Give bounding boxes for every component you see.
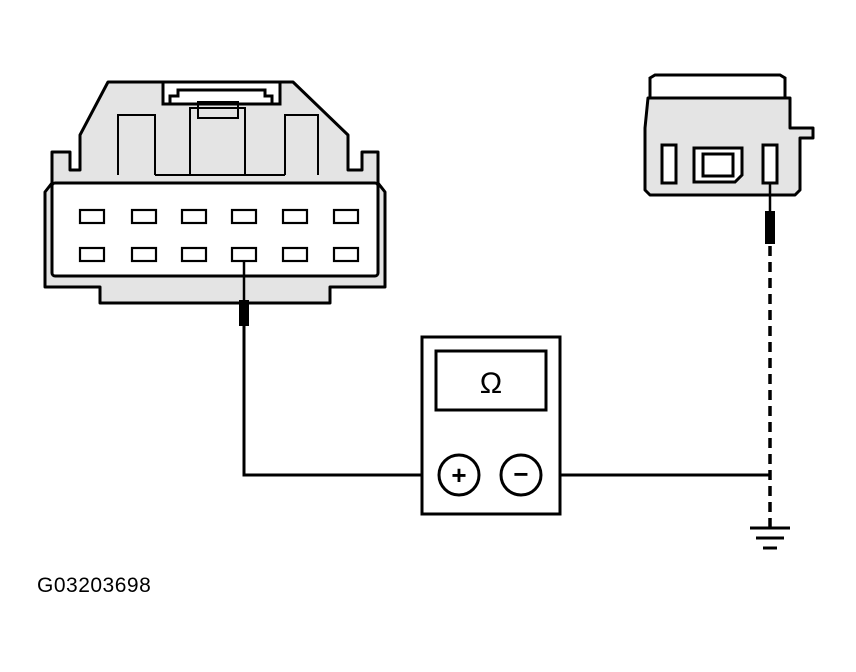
ground-symbol-icon bbox=[750, 526, 790, 550]
positive-terminal bbox=[437, 453, 481, 497]
probe-tip-icon bbox=[765, 183, 775, 244]
connector-pin bbox=[130, 208, 158, 225]
right-connector bbox=[643, 73, 815, 197]
connector-pin bbox=[332, 246, 360, 263]
connector-pin bbox=[332, 208, 360, 225]
negative-terminal-symbol: − bbox=[513, 459, 528, 489]
connector-pin bbox=[281, 208, 309, 225]
probe-tip-icon bbox=[239, 261, 249, 326]
meter-display bbox=[434, 349, 548, 412]
connector-pin bbox=[281, 246, 309, 263]
connector-pin-tested bbox=[230, 246, 258, 263]
figure-id-label: G03203698 bbox=[37, 574, 152, 597]
connector-pin bbox=[78, 246, 106, 263]
ohmmeter: Ω + − bbox=[420, 335, 562, 516]
meter-display-symbol: Ω bbox=[480, 367, 502, 400]
positive-lead-wire bbox=[242, 326, 438, 477]
left-connector bbox=[43, 80, 387, 305]
negative-terminal bbox=[499, 453, 543, 497]
connector-pin bbox=[180, 246, 208, 263]
positive-terminal-symbol: + bbox=[451, 460, 466, 490]
connector-pin bbox=[130, 246, 158, 263]
right-connector-terminal bbox=[761, 143, 779, 185]
connector-pin bbox=[78, 208, 106, 225]
connector-pin bbox=[230, 208, 258, 225]
connector-pin bbox=[180, 208, 208, 225]
